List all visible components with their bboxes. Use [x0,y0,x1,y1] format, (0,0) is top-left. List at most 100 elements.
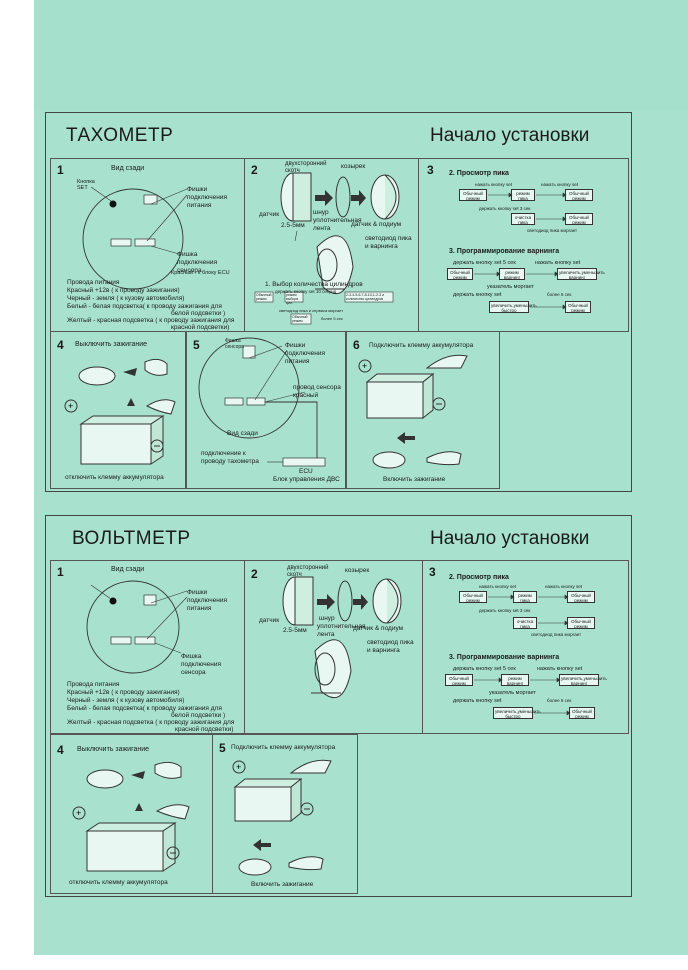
step-5-panel: 5 Подключить клемму аккумулятора + Включ… [212,734,358,894]
step-2-panel: 2 двухсторонний скотч козырек шнур датчи… [244,560,424,734]
rear-view-label: Вид сзади [111,566,145,573]
ecu-description: Блок управления ДВС [273,476,340,483]
step-number: 3 [427,163,434,177]
peak-box-1: Обычный режим [459,591,487,603]
peak-box-1: Обычный режим [459,189,487,201]
step-4-panel: 4 Выключить зажигание + отключить клемму… [50,331,186,489]
sensor-plug-label: Фишка подключения сенсора [181,653,221,676]
warning-box-5: Обычный режим [565,301,591,313]
led-label: светодиод пика и варнинга [367,639,414,654]
ecu-label: ECU [299,468,313,475]
battery-disconnect-diagram: + [64,358,176,465]
warning-title: 3. Программирование варнинга [449,654,560,661]
step-6-panel: 6 Подключить клемму аккумулятора + Включ… [346,331,500,489]
power-plugs-label: Фишки подключения питания [187,186,227,209]
wire-line-2: Красный +12в ( к проводу зажигания) [67,689,180,696]
step-number: 1 [57,565,64,579]
cylinder-box-2: режим выбора цил. [286,293,299,305]
wire-line-2: Красный +12в ( к проводу зажигания) [67,287,180,294]
power-plugs-label: Фишки подключения питания [187,589,227,612]
step-number: 4 [57,743,64,757]
step-3-panel: 3 2. Просмотр пика нажать кнопку set наж… [418,158,629,332]
section-subtitle: Начало установки [430,125,590,146]
mounting-diagram [282,576,402,699]
cylinder-title: 1. Выбор количества цилиндров [265,281,363,288]
step-5-panel: 5 Фишка сенсора Фишки подключения питани… [186,331,346,489]
cylinder-box-4: Обычный режим [292,315,308,323]
wire-line-4b: белой подсветки ) [171,712,226,719]
peak-box-4: очистка пика [513,617,537,629]
peak-hint-2: нажать кнопку set [545,584,582,589]
visor-label: козырек [345,567,370,574]
warning-press: нажать кнопку set [535,260,581,266]
visor-label: козырек [341,163,366,170]
power-plugs-label: Фишки подключения питания [285,342,325,365]
svg-text:+: + [68,401,73,411]
cord-label: шнур [313,209,329,216]
wire-line-5b: красной подсветки) [171,324,230,331]
section-title: ТАХОМЕТР [66,125,174,146]
connect-battery-label: Подключить клемму аккумулятора [369,342,474,349]
peak-hint-2: нажать кнопку set [541,182,578,187]
tacho-wire-label: подключение к проводу тахометра [201,450,259,465]
section-subtitle: Начало установки [430,528,590,549]
section-title: ВОЛЬТМЕТР [72,528,191,549]
warning-hold-2: держать кнопку set [453,698,502,704]
sensor-wiring-diagram [198,337,326,467]
step-number: 6 [353,338,360,352]
warning-box-4: увеличить,уменьшить быстро [489,301,537,313]
warning-blink: указатель моргает [487,284,534,290]
top-blank-area [34,0,688,110]
cylinder-hint: держать кнопку set 10 секунд [275,289,337,294]
ignition-on-label: Включить зажигание [251,881,314,888]
peak-hold: держать кнопку set 3 сек [479,206,531,211]
wire-line-4: Белый - белая подсветка( к проводу зажиг… [67,303,222,310]
step-4-panel: 4 Выключить зажигание + отключить клемму… [50,734,214,894]
sensor-plug-label: Фишка подключения сенсора [177,251,217,274]
connect-battery-label: Подключить клемму аккумулятора [231,744,336,751]
sensor-note: Красный - к блоку ECU [171,270,230,276]
tape-label: двухсторонний скотч [285,161,327,174]
warning-hold: держать кнопку set 5 сек [453,666,516,672]
peak-box-5: Обычный режим [565,213,593,225]
step-number: 5 [193,338,200,352]
peak-box-5: Обычный режим [567,617,595,629]
peak-hold: держать кнопку set 3 сек [479,608,531,613]
cylinder-hint-3: более 5 сек [321,316,343,321]
size-label: 2.5-5мм [283,627,307,634]
disconnect-battery-label: отключить клемму аккумулятора [69,879,168,886]
warning-more: более 5 сек [547,698,572,703]
cylinder-hint-2: светодиод пика и сервиса моргает [279,308,344,313]
peak-hint-1: нажать кнопку set [475,182,512,187]
battery-connect-diagram: + [232,759,332,876]
flow-arrows [474,192,567,310]
peak-blink: светодиод пика моргает [531,632,582,637]
cylinder-box-3: 2-3-4-5-6-7-8-10-1-2-3 и количество цили… [346,293,384,301]
battery-connect-diagram: + [358,354,468,469]
peak-title: 2. Просмотр пика [449,574,509,581]
peak-box-3: Обычный режим [567,591,595,603]
tape-label: двухсторонний скотч [287,565,329,578]
peak-box-4: очистка пика [511,213,535,225]
peak-hint-1: нажать кнопку set [479,584,516,589]
warning-box-1: Обычный режим [445,674,473,686]
step-number: 2 [251,163,258,177]
step-number: 3 [429,565,436,579]
gauge-rear-diagram [86,580,188,674]
mount-label: датчик & подиум [353,625,404,632]
step-1-panel: 1 Вид сзади Кнопка SET Фишки подключения… [50,158,246,332]
svg-text:+: + [362,361,367,371]
step-number: 1 [57,163,64,177]
wire-line-5: Желтый - красная подсветка ( к проводу з… [67,317,235,324]
tachometer-section: ТАХОМЕТР Начало установки 1 Вид сзади Кн… [45,112,632,492]
cord-label: шнур [319,615,335,622]
seal-label: уплотнительная лента [313,217,362,232]
wire-line-5b: красной подсветки) [175,726,234,733]
step-2-panel: 2 двухсторонний скотч козырек шнур датчи… [244,158,420,332]
wire-line-1: Провода питания [67,279,120,286]
step-number: 2 [251,567,258,581]
disconnect-battery-label: отключить клемму аккумулятора [65,474,164,481]
mount-label: датчик & подиум [351,221,402,228]
wire-line-1: Провода питания [67,681,120,688]
svg-text:+: + [236,762,241,772]
